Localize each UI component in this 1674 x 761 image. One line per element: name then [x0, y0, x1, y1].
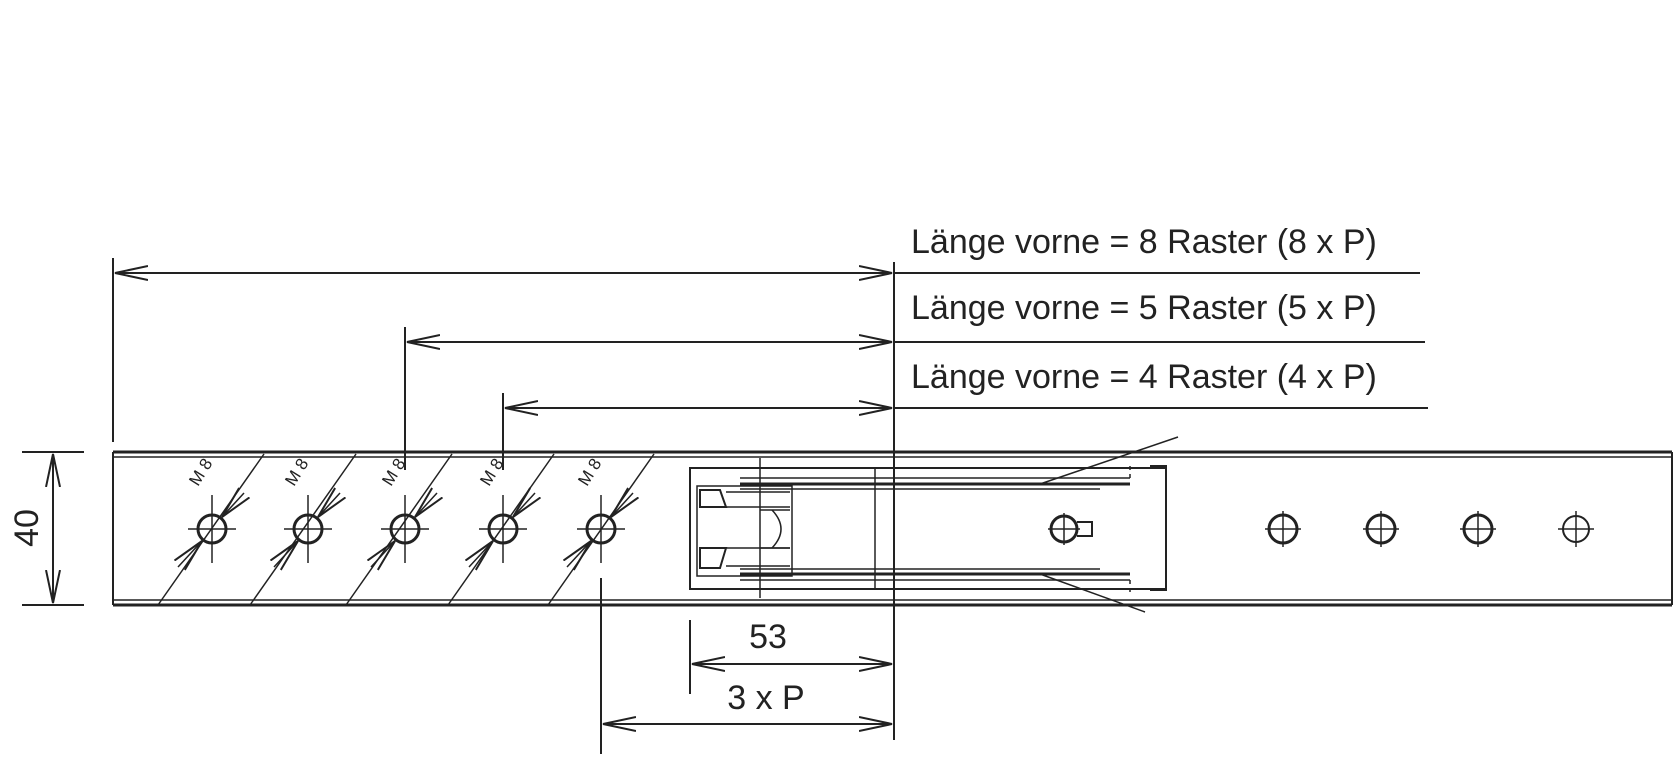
label-height: 40 — [8, 509, 46, 547]
slide-mechanism — [689, 436, 1179, 613]
dimension-3xp: 3 x P — [600, 578, 892, 754]
dimension-53: 53 — [689, 618, 892, 694]
front-hole-1 — [188, 495, 236, 563]
dimension-length-4: Länge vorne = 4 Raster (4 x P) — [502, 358, 1428, 470]
front-hole-5 — [577, 495, 625, 563]
label-length-8: Länge vorne = 8 Raster (8 x P) — [911, 223, 1377, 261]
thread-label-2: M 8 — [281, 455, 312, 489]
front-hole-4 — [479, 495, 527, 563]
thread-labels: M 8 M 8 M 8 M 8 M 8 — [185, 455, 605, 489]
dimension-length-8: Länge vorne = 8 Raster (8 x P) — [112, 223, 1420, 442]
rear-hole-4 — [1558, 511, 1594, 547]
thread-label-1: M 8 — [185, 455, 216, 489]
rear-hole-2 — [1363, 511, 1399, 547]
dimension-length-5: Länge vorne = 5 Raster (5 x P) — [404, 289, 1425, 470]
label-53: 53 — [749, 618, 787, 656]
rail-body — [112, 450, 1673, 607]
label-3xp: 3 x P — [727, 679, 804, 717]
hole-leaders — [178, 493, 633, 567]
front-holes — [188, 495, 625, 563]
rear-holes — [1265, 511, 1594, 547]
dimension-height: 40 — [8, 451, 84, 606]
front-hole-2 — [284, 495, 332, 563]
thread-label-5: M 8 — [574, 455, 605, 489]
label-length-4: Länge vorne = 4 Raster (4 x P) — [911, 358, 1377, 396]
rear-hole-1 — [1265, 511, 1301, 547]
keyhole-slot — [1048, 513, 1093, 545]
label-length-5: Länge vorne = 5 Raster (5 x P) — [911, 289, 1377, 327]
front-hole-3 — [381, 495, 429, 563]
rear-hole-3 — [1460, 511, 1496, 547]
